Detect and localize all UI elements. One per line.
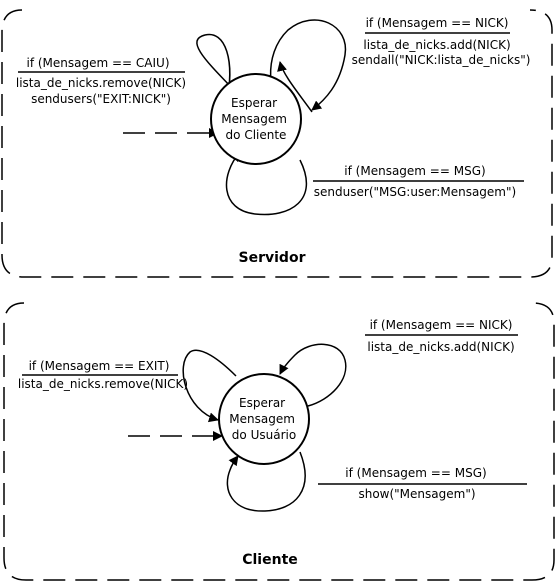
servidor-boundary (1, 9, 553, 278)
servidor-title: Servidor (239, 250, 306, 266)
cliente-exit-condition: if (Mensagem == EXIT) (29, 359, 170, 373)
servidor-msg-action: senduser("MSG:user:Mensagem") (314, 185, 516, 199)
cliente-nick-loop-arrow (279, 343, 347, 407)
cliente-boundary (3, 302, 555, 581)
cliente-exit-action: lista_de_nicks.remove(NICK) (18, 377, 188, 391)
cliente-msg-action: show("Mensagem") (358, 487, 475, 501)
servidor-nick-condition: if (Mensagem == NICK) (366, 16, 509, 30)
servidor-nick-loop-head (277, 61, 313, 113)
servidor-caiu-action: lista_de_nicks.remove(NICK) (16, 76, 186, 90)
servidor-caiu-action: sendusers("EXIT:NICK") (31, 92, 171, 106)
servidor-state-label: Esperar Mensagem do Cliente (221, 96, 290, 142)
cliente-msg-condition: if (Mensagem == MSG) (345, 466, 486, 480)
servidor-section: Esperar Mensagem do Cliente if (Mensagem… (1, 9, 553, 278)
servidor-nick-action: lista_de_nicks.add(NICK) (363, 38, 510, 52)
cliente-exit-loop-arrow (182, 349, 237, 423)
servidor-caiu-loop-arrow (196, 33, 233, 119)
servidor-state-circle (210, 73, 302, 165)
cliente-section: Esperar Mensagem do Usuário if (Mensagem… (3, 302, 555, 581)
cliente-state-label: Esperar Mensagem do Usuário (229, 396, 298, 442)
cliente-nick-action: lista_de_nicks.add(NICK) (367, 340, 514, 354)
cliente-nick-condition: if (Mensagem == NICK) (370, 318, 513, 332)
servidor-msg-condition: if (Mensagem == MSG) (344, 164, 485, 178)
servidor-nick-action: sendall("NICK:lista_de_nicks") (352, 53, 531, 67)
servidor-msg-loop-arrow (225, 151, 307, 216)
cliente-state-circle (218, 373, 310, 465)
servidor-caiu-condition: if (Mensagem == CAIU) (26, 56, 169, 70)
cliente-title: Cliente (242, 552, 298, 568)
cliente-msg-loop-arrow (226, 451, 306, 512)
